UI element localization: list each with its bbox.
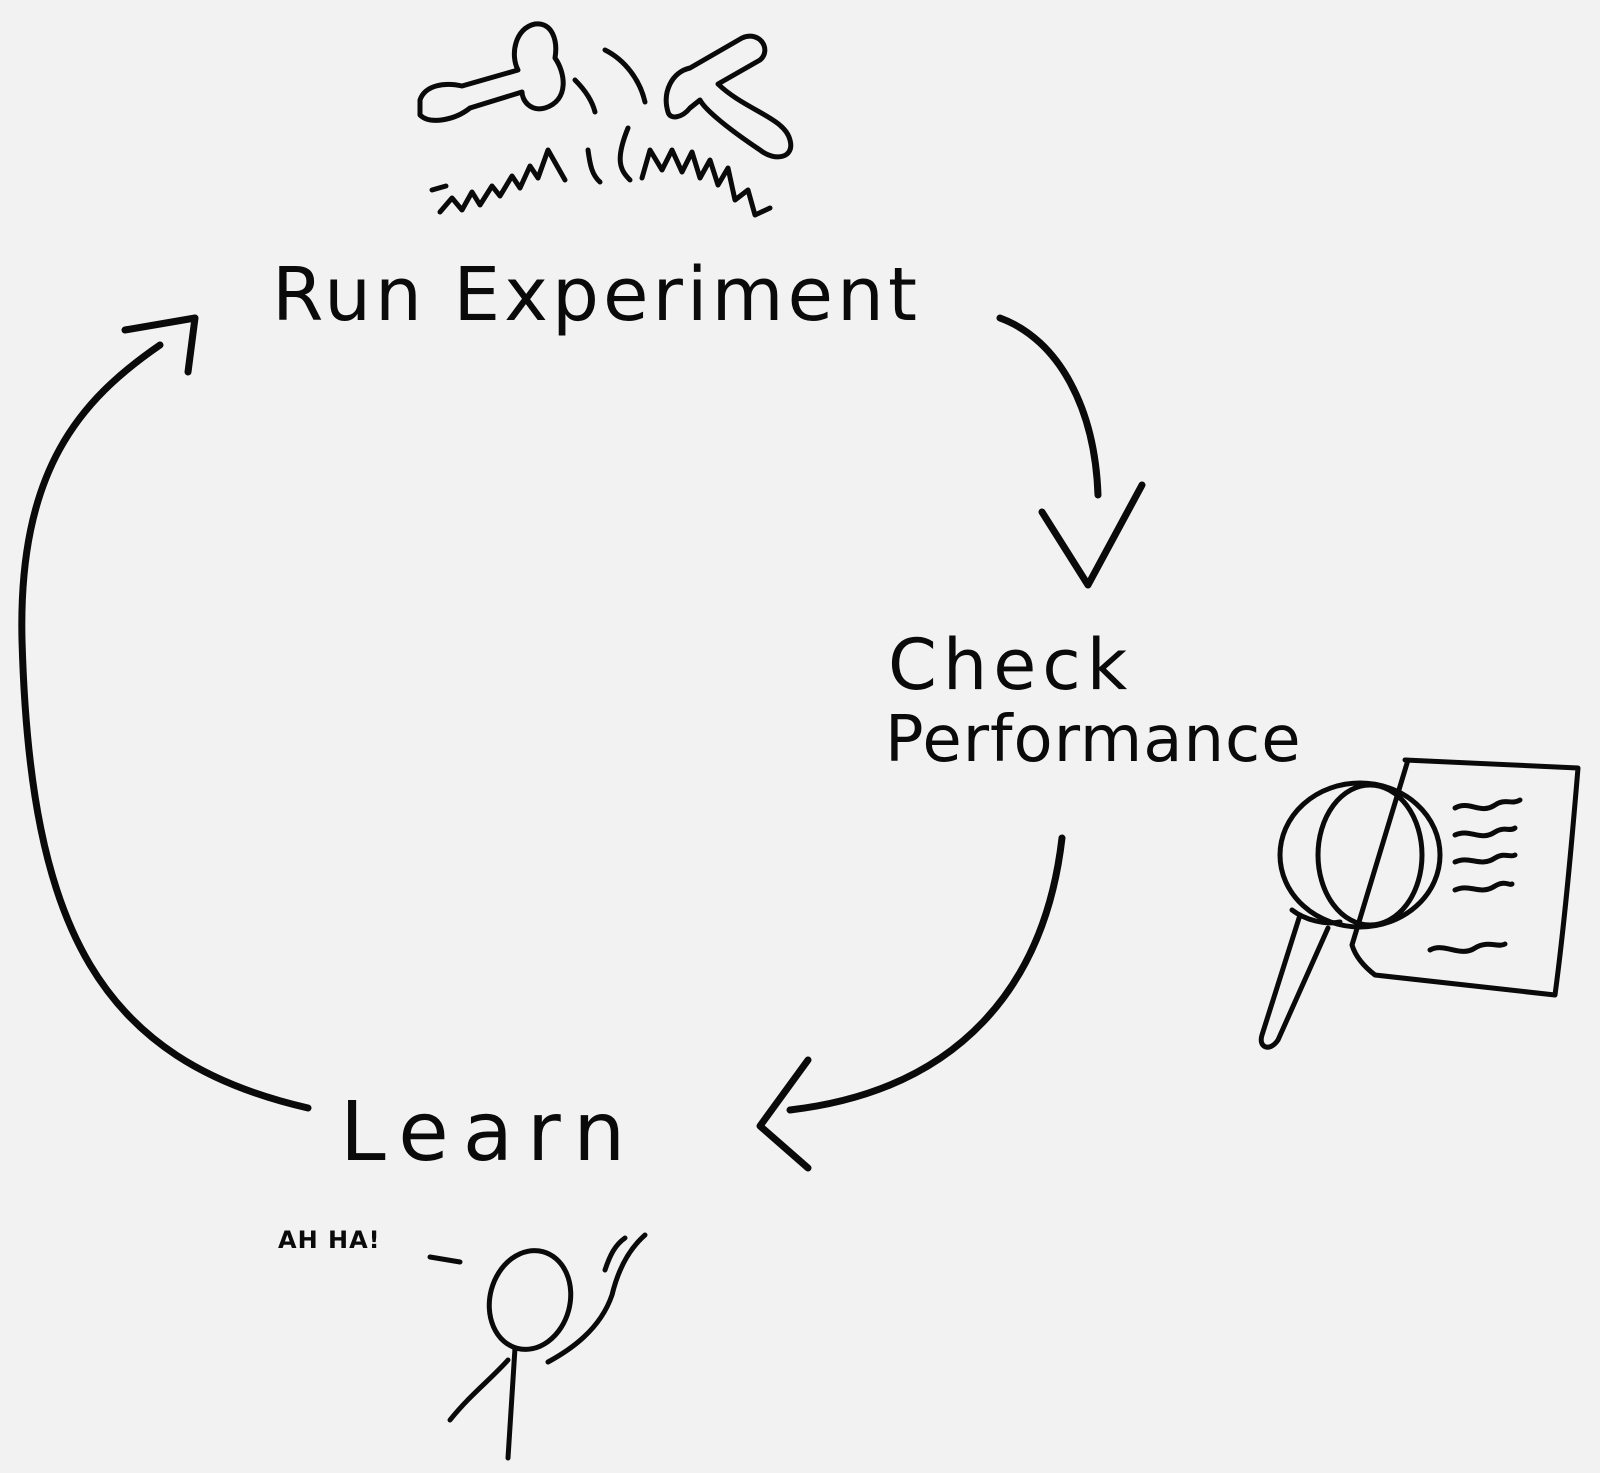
- node-run-experiment: Run Experiment: [272, 252, 921, 338]
- exclamation-text: AH HA!: [278, 1226, 381, 1254]
- arrow-check-to-learn: [756, 834, 1066, 1172]
- node-check-performance-line2: Performance: [885, 703, 1302, 777]
- stick-figure-icon: [427, 1232, 648, 1461]
- node-check-performance-line1: Check: [888, 624, 1134, 706]
- magnifier-document-icon: [1258, 757, 1581, 1050]
- arrow-run-to-check: [996, 314, 1146, 589]
- node-learn: Learn: [340, 1085, 640, 1180]
- test-tubes-icon: [417, 21, 794, 218]
- arrow-learn-to-run: [18, 314, 312, 1112]
